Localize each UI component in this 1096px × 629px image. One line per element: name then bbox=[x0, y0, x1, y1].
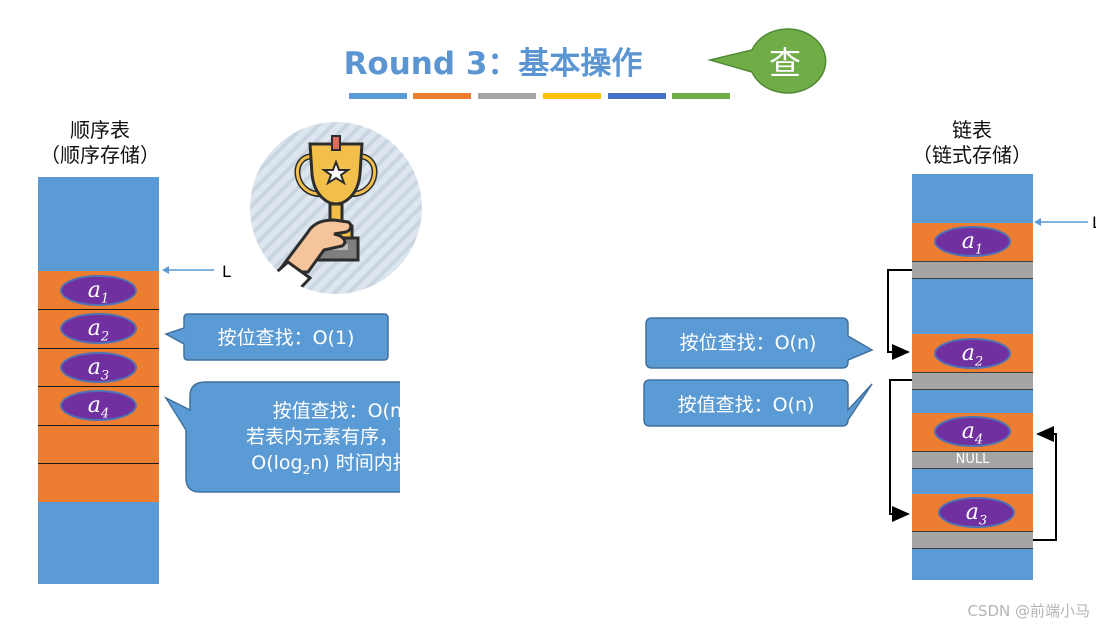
page-title: Round 3：基本操作 bbox=[0, 38, 1096, 83]
seq-element-a3: a3 bbox=[60, 352, 137, 383]
left-value-lookup-text: 按值查找：O(n) 若表内元素有序，可在 O(log2n) 时间内找到 bbox=[188, 398, 494, 483]
left-pointer-arrow bbox=[162, 266, 214, 274]
left-value-line1: 按值查找：O(n) bbox=[272, 400, 410, 422]
left-heading: 顺序表 bbox=[70, 118, 130, 142]
search-badge bbox=[707, 28, 827, 94]
linked-element-a2: a2 bbox=[934, 338, 1011, 369]
right-heading: 链表 bbox=[952, 118, 992, 142]
right-position-lookup-text: 按位查找：O(n) bbox=[679, 332, 817, 354]
title-text: Round 3：基本操作 bbox=[343, 46, 643, 82]
seq-element-a2: a2 bbox=[60, 313, 137, 344]
left-value-line2: 若表内元素有序，可在 bbox=[245, 426, 436, 448]
seq-element-a4: a4 bbox=[60, 390, 137, 421]
link-arrows bbox=[887, 269, 1057, 541]
divider-bar-4 bbox=[543, 93, 601, 99]
null-label: NULL bbox=[955, 452, 990, 467]
linked-element-a1: a1 bbox=[934, 226, 1011, 257]
seq-cell-5 bbox=[38, 426, 159, 464]
divider-bar-5 bbox=[608, 93, 666, 99]
divider-bar-1 bbox=[349, 93, 407, 99]
left-subheading: （顺序存储） bbox=[40, 143, 160, 167]
watermark: CSDN @前端小马 bbox=[967, 602, 1090, 620]
linked-node-a2-next bbox=[912, 372, 1033, 390]
left-position-lookup-text: 按位查找：O(1) bbox=[217, 327, 355, 349]
right-callouts-shapes bbox=[643, 317, 874, 427]
search-badge-text: 查 bbox=[768, 44, 801, 82]
right-pointer-arrow bbox=[1034, 218, 1088, 226]
divider-bar-6 bbox=[672, 93, 730, 99]
right-value-lookup-text: 按值查找：O(n) bbox=[677, 394, 815, 416]
divider-bar-2 bbox=[413, 93, 471, 99]
linked-node-a4-next bbox=[912, 451, 1033, 469]
seq-cell-6 bbox=[38, 464, 159, 502]
linked-node-a1-next bbox=[912, 261, 1033, 279]
seq-element-a1: a1 bbox=[60, 275, 137, 306]
trophy-icon bbox=[250, 122, 422, 294]
left-callouts-shapes bbox=[163, 313, 400, 493]
left-value-line3: O(log2n) 时间内找到 bbox=[251, 452, 431, 477]
divider-bar-3 bbox=[478, 93, 536, 99]
linked-element-a3: a3 bbox=[938, 497, 1015, 528]
linked-element-a4: a4 bbox=[934, 416, 1011, 447]
linked-node-a3-next bbox=[912, 531, 1033, 549]
left-pointer-label: L bbox=[222, 262, 231, 281]
right-subheading: （链式存储） bbox=[912, 143, 1032, 167]
right-pointer-label: L bbox=[1092, 213, 1096, 232]
